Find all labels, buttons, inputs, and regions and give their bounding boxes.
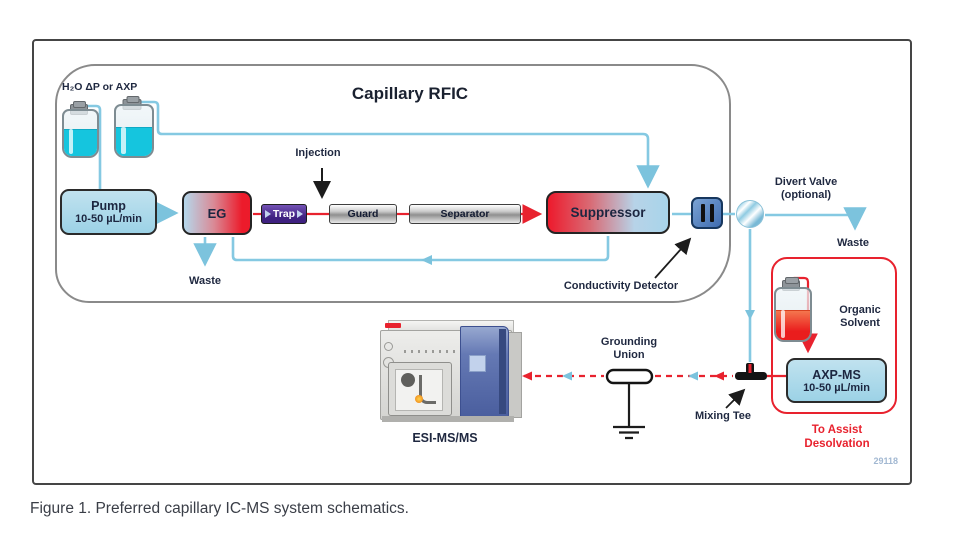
bottle-body xyxy=(774,287,812,342)
organic-solvent-label-line1: Organic xyxy=(839,304,881,316)
figure-caption: Figure 1. Preferred capillary IC-MS syst… xyxy=(30,500,409,517)
esi-ms-instrument xyxy=(380,320,522,423)
ms-base xyxy=(382,416,514,422)
guard-column-box: Guard xyxy=(329,204,397,224)
suppressor-box: Suppressor xyxy=(546,191,670,234)
grounding-union-line2: Union xyxy=(613,349,645,362)
divert-valve-label-line1: Divert Valve xyxy=(774,176,838,188)
conductivity-detector-icon xyxy=(691,197,723,229)
water-bottle-1 xyxy=(62,101,99,158)
injection-label: Injection xyxy=(295,147,341,159)
eg-label: EG xyxy=(207,205,227,221)
divert-valve-label: Divert Valve (optional) xyxy=(755,176,857,202)
divert-valve-icon xyxy=(736,200,764,228)
ms-spray-detail xyxy=(415,395,423,403)
assist-desolvation-group-outline xyxy=(771,257,897,414)
bottle-shine xyxy=(121,126,126,154)
trap-label: Trap xyxy=(272,208,296,220)
grounding-union-line1: Grounding xyxy=(600,336,658,348)
eg-waste-label: Waste xyxy=(189,275,221,287)
to-assist-line2: Desolvation xyxy=(804,437,870,450)
ms-blue-panel xyxy=(460,326,509,418)
ms-panel-strip xyxy=(499,329,506,414)
to-assist-line1: To Assist xyxy=(811,424,863,436)
mixing-tee-label: Mixing Tee xyxy=(694,410,752,422)
trap-flow-arrow xyxy=(297,210,303,218)
trap-flow-arrow xyxy=(265,210,271,218)
ms-source-disc xyxy=(401,373,415,387)
trap-column-box: Trap xyxy=(261,204,307,224)
bottle-shine xyxy=(68,129,73,155)
separator-label: Separator xyxy=(440,208,490,220)
axp-ms-label: AXP-MS xyxy=(812,367,861,382)
ms-logo-mark xyxy=(385,323,401,328)
ms-source-tube xyxy=(419,375,436,404)
bottle-body xyxy=(114,104,154,158)
ms-source-housing xyxy=(388,362,452,416)
separator-column-box: Separator xyxy=(409,204,521,224)
to-assist-desolvation-label: To Assist Desolvation xyxy=(786,424,888,452)
grounding-union-label: Grounding Union xyxy=(589,336,669,362)
figure-border xyxy=(32,39,912,485)
pump-label: Pump xyxy=(91,199,126,213)
pump-flow-label: 10-50 µL/min xyxy=(75,213,142,225)
organic-solvent-bottle xyxy=(774,276,812,342)
document-number: 29118 xyxy=(873,456,898,466)
organic-solvent-label: Organic Solvent xyxy=(824,304,896,330)
bottle-body xyxy=(62,109,99,158)
ms-side-face xyxy=(508,332,522,418)
divert-valve-label-line2: (optional) xyxy=(780,189,832,202)
eluent-generator-box: EG xyxy=(182,191,252,235)
axp-ms-flow-label: 10-50 µL/min xyxy=(803,381,870,394)
organic-solvent-label-line2: Solvent xyxy=(840,317,880,330)
pump-box: Pump 10-50 µL/min xyxy=(60,189,157,235)
valve-waste-label: Waste xyxy=(837,237,869,249)
capillary-rfic-title: Capillary RFIC xyxy=(351,84,469,103)
detector-cell-bar xyxy=(700,204,705,222)
axp-ms-pump-box: AXP-MS 10-50 µL/min xyxy=(786,358,887,403)
conductivity-detector-label: Conductivity Detector xyxy=(563,280,679,292)
ms-vent xyxy=(384,342,393,351)
esi-ms-label: ESI-MS/MS xyxy=(412,431,478,445)
ms-vent-dots xyxy=(404,350,464,353)
ms-panel-button xyxy=(469,355,486,372)
suppressor-label: Suppressor xyxy=(570,205,646,220)
reservoir-label: H₂O ΔP or AXP xyxy=(62,81,138,93)
bottle-shine xyxy=(781,309,786,338)
capillary-rfic-group-outline xyxy=(55,64,731,303)
detector-cell-bar xyxy=(709,204,714,222)
guard-label: Guard xyxy=(347,208,379,220)
water-bottle-2 xyxy=(114,96,154,158)
